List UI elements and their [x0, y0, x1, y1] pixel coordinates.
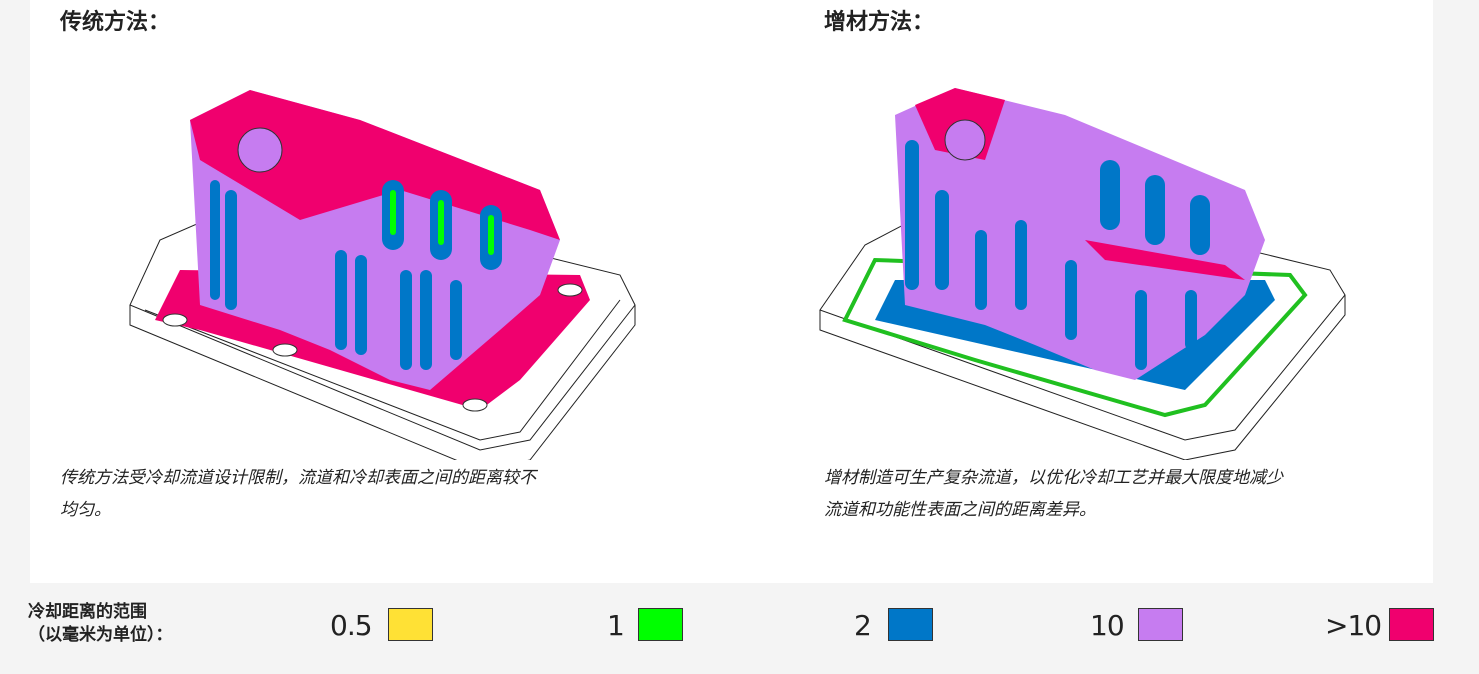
traditional-title: 传统方法：: [60, 10, 171, 35]
caption-line: 增材制造可生产复杂流道，以优化冷却工艺并最大限度地减少: [824, 468, 1283, 488]
legend-swatch-purple: [1138, 608, 1183, 641]
legend-label-line: 冷却距离的范围: [28, 602, 147, 622]
legend-swatch-green: [638, 608, 683, 641]
legend-swatch-yellow: [388, 608, 433, 641]
caption-line: 流道和功能性表面之间的距离差异。: [824, 500, 1096, 520]
caption-line: 传统方法受冷却流道设计限制，流道和冷却表面之间的距离较不: [60, 468, 536, 488]
legend-swatch-pink: [1389, 608, 1434, 641]
legend-value: 2: [854, 609, 872, 642]
legend-value: >10: [1325, 609, 1382, 642]
additive-part-image: [819, 88, 1346, 460]
traditional-caption: 传统方法受冷却流道设计限制，流道和冷却表面之间的距离较不 均匀。: [60, 462, 660, 526]
legend-value: 1: [607, 609, 625, 642]
legend-value: 10: [1090, 609, 1125, 642]
legend-value: 0.5: [330, 609, 373, 642]
legend-label: 冷却距离的范围 （以毫米为单位）：: [28, 601, 173, 647]
traditional-part-image: [129, 90, 636, 460]
legend-label-line: （以毫米为单位）：: [28, 625, 173, 645]
caption-line: 均匀。: [60, 500, 111, 520]
additive-caption: 增材制造可生产复杂流道，以优化冷却工艺并最大限度地减少 流道和功能性表面之间的距…: [824, 462, 1424, 526]
legend-swatch-blue: [888, 608, 933, 641]
additive-title: 增材方法：: [824, 10, 935, 35]
